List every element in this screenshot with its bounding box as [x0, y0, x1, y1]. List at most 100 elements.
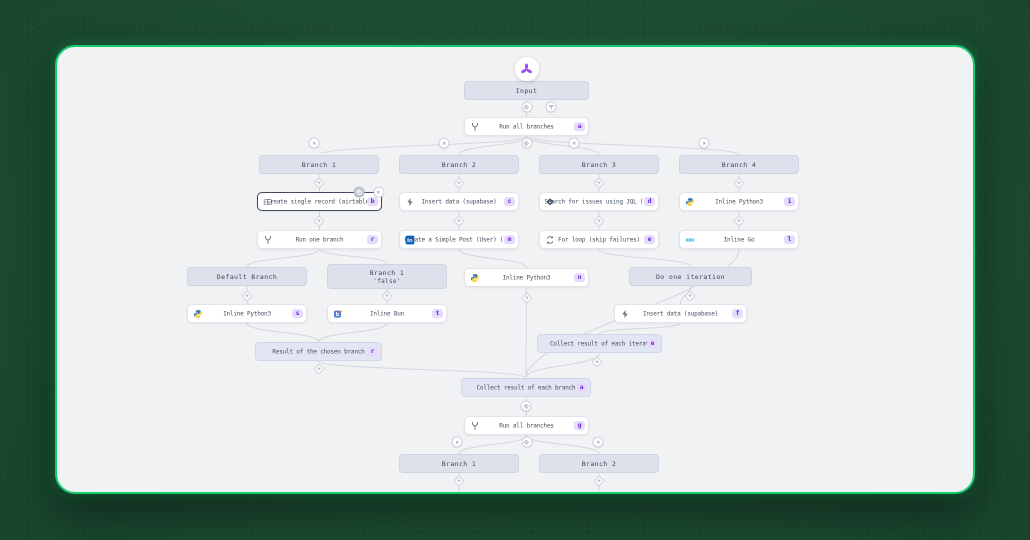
- node-label: Inline Go: [723, 236, 755, 243]
- branch-1-false-header[interactable]: Branch 1'false': [327, 264, 447, 289]
- duplicate-step-button[interactable]: [353, 186, 365, 198]
- fork-icon: [547, 103, 555, 111]
- node-label: Inline Python3: [502, 274, 551, 281]
- search-issues-jql-d[interactable]: Search for issues using JQL (...d: [539, 192, 659, 211]
- plus-icon: +: [316, 364, 322, 373]
- node-label: Insert data (supabase): [642, 310, 719, 317]
- input-node[interactable]: Input: [464, 81, 589, 100]
- x-icon: [570, 139, 578, 147]
- windmill-logo-icon: [520, 62, 533, 76]
- flow-edge: [458, 434, 527, 455]
- go-icon: [685, 235, 695, 245]
- bottom-branch-1-header[interactable]: Branch 1: [399, 454, 519, 473]
- do-one-iteration-header[interactable]: Do one iteration: [629, 267, 752, 286]
- supabase-icon: [405, 197, 415, 207]
- jira-icon: [545, 197, 555, 207]
- step-id-badge: r: [367, 346, 378, 357]
- delete-branch-button[interactable]: [438, 137, 450, 149]
- insert-step-icon: [523, 139, 531, 147]
- node-label: Branch 1: [369, 269, 405, 277]
- plus-icon: +: [456, 216, 462, 225]
- node-label: Result of the chosen branch: [272, 348, 365, 355]
- insert-step-button[interactable]: [520, 400, 532, 412]
- add-branch-button[interactable]: [521, 137, 532, 149]
- bottom-branch-2-header[interactable]: Branch 2: [539, 454, 659, 473]
- x-icon: [594, 438, 602, 446]
- step-id-badge: e: [647, 338, 658, 349]
- insert-data-supabase-f[interactable]: Insert data (supabase) f: [614, 304, 747, 323]
- inline-python3-n[interactable]: Inline Python3 n: [464, 268, 589, 287]
- branch-2-header[interactable]: Branch 2: [399, 155, 519, 174]
- step-id-badge: m: [504, 234, 515, 245]
- x-icon: [310, 139, 318, 147]
- python-icon: [685, 197, 695, 207]
- flow-edge: [526, 135, 740, 156]
- node-sublabel: 'false': [373, 278, 401, 285]
- python-icon: [470, 273, 480, 283]
- step-id-badge: l: [784, 234, 795, 245]
- copy-icon: [355, 188, 363, 196]
- for-loop-skip-failures-e[interactable]: For loop (skip failures)e: [539, 230, 659, 249]
- svg-text:b: b: [336, 312, 340, 318]
- branch-1-header[interactable]: Branch 1: [259, 155, 379, 174]
- create-single-record-airtable-b[interactable]: Create single record (airtable)b: [257, 192, 382, 211]
- insert-step-icon: [522, 402, 530, 410]
- node-label: Branch 4: [721, 160, 757, 169]
- linkedin-icon: in: [405, 235, 415, 245]
- bun-icon: b: [333, 309, 343, 319]
- add-parallel-branch-button[interactable]: [545, 101, 557, 113]
- node-label: Branch 3: [581, 160, 617, 169]
- delete-branch-button[interactable]: [308, 137, 320, 149]
- default-branch-header[interactable]: Default Branch: [187, 267, 307, 286]
- node-label: Create a Simple Post (User) (...: [404, 236, 514, 243]
- delete-branch-button[interactable]: [568, 137, 580, 149]
- x-icon: [440, 139, 448, 147]
- step-id-badge: r: [367, 234, 378, 245]
- flow-edge: [246, 322, 319, 343]
- plus-icon: +: [316, 178, 322, 187]
- delete-step-button[interactable]: [373, 186, 384, 198]
- add-branch-button[interactable]: [521, 436, 532, 448]
- branch-3-header[interactable]: Branch 3: [539, 155, 659, 174]
- delete-branch-button[interactable]: [451, 436, 463, 448]
- delete-branch-button[interactable]: [592, 436, 604, 448]
- branch-4-header[interactable]: Branch 4: [679, 155, 799, 174]
- plus-icon: +: [524, 293, 529, 302]
- svg-text:in: in: [407, 238, 413, 244]
- insert-step-button[interactable]: [521, 101, 532, 113]
- inline-go-l[interactable]: Inline Go l: [679, 230, 799, 249]
- supabase-icon: [620, 309, 630, 319]
- flow-edge: [598, 248, 691, 268]
- x-icon: [700, 139, 708, 147]
- node-label: Create single record (airtable): [266, 198, 373, 205]
- delete-branch-button[interactable]: [698, 137, 710, 149]
- node-label: Inline Python3: [715, 198, 763, 205]
- insert-data-supabase-c[interactable]: Insert data (supabase)c: [399, 192, 519, 211]
- x-icon: [375, 188, 383, 196]
- plus-icon: +: [736, 216, 742, 225]
- node-label: Branch 1: [441, 459, 477, 468]
- node-label: Inline Bun: [369, 310, 405, 317]
- step-id-badge: g: [574, 420, 585, 431]
- insert-step-icon: [523, 438, 531, 446]
- flow-edge: [318, 135, 527, 156]
- flow-edge: [599, 322, 681, 335]
- step-id-badge: n: [574, 272, 585, 283]
- plus-icon: +: [736, 178, 742, 187]
- insert-step-icon: [523, 103, 531, 111]
- plus-icon: +: [594, 357, 600, 366]
- step-id-badge: f: [732, 308, 743, 319]
- plus-icon: +: [384, 291, 390, 300]
- x-icon: [453, 438, 461, 446]
